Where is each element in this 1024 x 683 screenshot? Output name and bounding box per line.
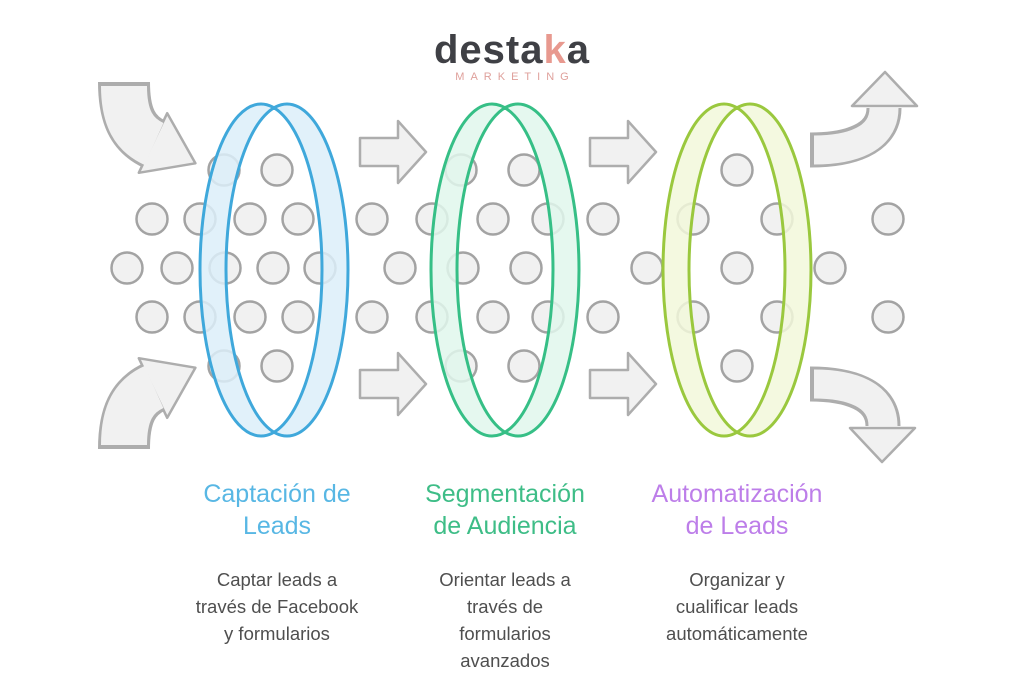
desc-line: cualificar leads [675, 596, 799, 617]
lead-dot [233, 300, 267, 334]
lead-dot [507, 153, 541, 187]
lead-dot [507, 349, 541, 383]
lead-dot [871, 202, 905, 236]
stage-segmentacion-description: Orientar leads a través de formularios a… [390, 566, 620, 674]
desc-line: Captar leads a [216, 569, 338, 590]
lead-dot [509, 251, 543, 285]
lead-dot [720, 251, 754, 285]
lead-dot [160, 251, 194, 285]
flow-arrow-right [358, 119, 428, 185]
desc-line: Orientar leads a [439, 569, 571, 590]
lead-dot [260, 153, 294, 187]
entry-arrow-top-left-shaft [101, 85, 165, 165]
flow-arrow-right [358, 351, 428, 417]
lead-dot [355, 300, 389, 334]
desc-line: automáticamente [666, 623, 808, 644]
desc-line: y formularios [224, 623, 330, 644]
stage-segmentacion-title: Segmentación de Audiencia [390, 478, 620, 542]
stage-automatizacion-title: Automatización de Leads [622, 478, 852, 542]
title-line: Automatización [651, 480, 823, 508]
lead-dot [383, 251, 417, 285]
lead-dot [476, 202, 510, 236]
lead-dot [813, 251, 847, 285]
logo-letter-k: k [543, 28, 567, 72]
lead-dot [135, 202, 169, 236]
logo-text-suffix: a [566, 28, 590, 72]
lead-dot [281, 202, 315, 236]
segmentacion-ring [429, 102, 581, 438]
stage-segmentacion: Segmentación de Audiencia Orientar leads… [390, 478, 620, 674]
lead-dot [630, 251, 664, 285]
logo-subtitle: MARKETING [455, 71, 575, 83]
desc-line: formularios [459, 623, 551, 644]
flow-arrow-right [588, 351, 658, 417]
desc-line: través de [466, 596, 544, 617]
lead-dot [720, 153, 754, 187]
title-line: de Audiencia [433, 512, 577, 540]
exit-arrow-bottom-right-shaft [813, 369, 898, 428]
title-line: Captación de [203, 480, 351, 508]
lead-dot [110, 251, 144, 285]
captacion-ring [198, 102, 350, 438]
automatizacion-ring [661, 102, 813, 438]
exit-arrow-top-right-head [850, 70, 919, 108]
logo: destaka MARKETING [0, 30, 1024, 83]
lead-dot [260, 349, 294, 383]
lead-dot [256, 251, 290, 285]
desc-line: avanzados [460, 650, 550, 671]
lead-dot [233, 202, 267, 236]
logo-wordmark: destaka [0, 30, 1024, 70]
title-line: Segmentación [425, 480, 585, 508]
flow-arrow-right [588, 119, 658, 185]
stage-automatizacion: Automatización de Leads Organizar y cual… [622, 478, 852, 647]
lead-dot [476, 300, 510, 334]
exit-arrow-top-right-shaft [813, 106, 899, 165]
lead-dot [720, 349, 754, 383]
desc-line: través de Facebook [195, 596, 359, 617]
lead-dot [586, 202, 620, 236]
lead-dot [355, 202, 389, 236]
stage-captacion-title: Captación de Leads [162, 478, 392, 542]
exit-arrow-bottom-right-head [848, 426, 917, 464]
logo-text-prefix: desta [434, 28, 544, 72]
lead-dot [586, 300, 620, 334]
lead-dot [871, 300, 905, 334]
stage-captacion: Captación de Leads Captar leads a través… [162, 478, 392, 647]
title-line: de Leads [685, 512, 789, 540]
lead-dot [281, 300, 315, 334]
entry-arrow-bottom-left-shaft [101, 366, 165, 446]
lead-dot [135, 300, 169, 334]
stage-automatizacion-description: Organizar y cualificar leads automáticam… [622, 566, 852, 647]
stage-captacion-description: Captar leads a través de Facebook y form… [162, 566, 392, 647]
title-line: Leads [242, 512, 312, 540]
desc-line: Organizar y [689, 569, 785, 590]
